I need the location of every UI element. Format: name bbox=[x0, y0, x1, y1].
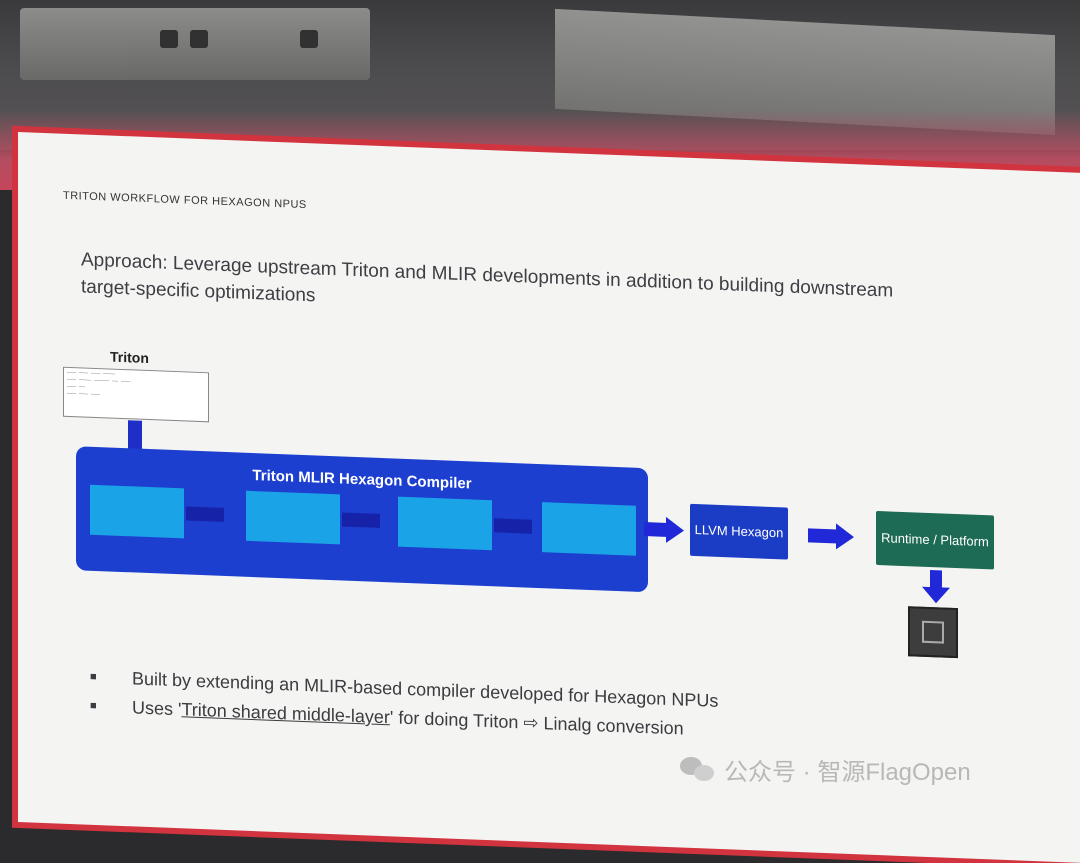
stage-arrow-2 bbox=[342, 512, 380, 527]
bullet-list: Built by extending an MLIR-based compile… bbox=[90, 663, 718, 745]
compiler-stage-4 bbox=[542, 502, 636, 556]
llvm-hexagon-block: LLVM Hexagon bbox=[690, 504, 788, 560]
arrow-to-llvm-shaft bbox=[644, 522, 668, 537]
ceiling-equipment bbox=[20, 8, 370, 80]
arrow-glyph-icon: ⇨ bbox=[523, 712, 538, 733]
watermark-text: 公众号 · 智源FlagOpen bbox=[724, 752, 971, 787]
compiler-stage-3 bbox=[398, 497, 492, 551]
compiler-stage-2 bbox=[246, 491, 340, 545]
wechat-icon bbox=[680, 755, 716, 785]
arrow-to-npu-shaft bbox=[930, 570, 942, 588]
compiler-block: Triton MLIR Hexagon Compiler bbox=[76, 446, 648, 592]
watermark: 公众号 · 智源FlagOpen bbox=[680, 752, 971, 787]
runtime-platform-block: Runtime / Platform bbox=[876, 511, 994, 570]
compiler-stage-1 bbox=[90, 485, 184, 539]
stage-arrow-3 bbox=[494, 518, 532, 533]
approach-text: Approach: Leverage upstream Triton and M… bbox=[81, 246, 901, 332]
triton-input-label: Triton bbox=[110, 349, 149, 366]
triton-shared-link: Triton shared middle-layer bbox=[181, 699, 389, 727]
arrow-to-runtime-shaft bbox=[808, 528, 838, 543]
stage-arrow-1 bbox=[186, 506, 224, 521]
arrow-to-runtime-icon bbox=[836, 523, 854, 550]
triton-code-snippet: ─── ─── ─── ─────── ──── ───── ── ──────… bbox=[63, 367, 209, 423]
arrow-to-npu-icon bbox=[922, 587, 950, 604]
slide-header: TRITON WORKFLOW FOR HEXAGON NPUS bbox=[63, 190, 307, 211]
arrow-to-llvm-icon bbox=[666, 517, 684, 544]
input-arrow bbox=[128, 420, 142, 451]
npu-chip-icon bbox=[908, 606, 958, 658]
